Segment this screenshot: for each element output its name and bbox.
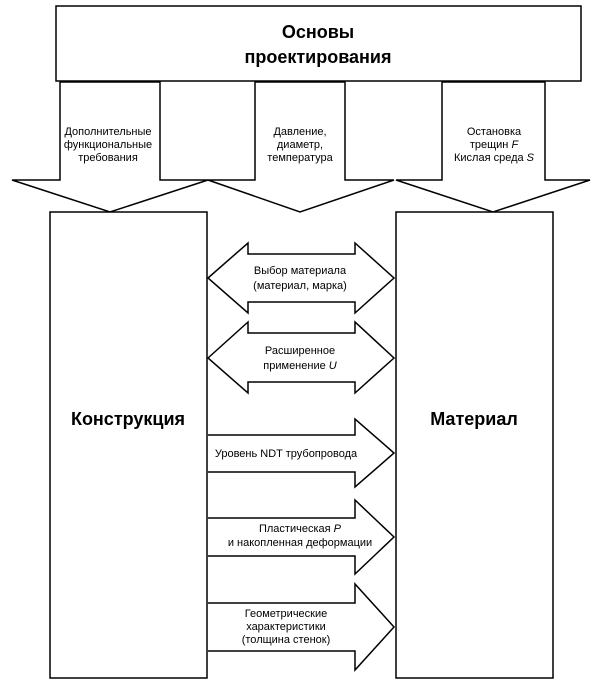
input-middle-line2: диаметр, — [277, 139, 323, 151]
plastic-strain-line2: и накопленная деформации — [228, 537, 372, 549]
down-arrow-left — [11, 81, 209, 213]
input-left-line3: требования — [78, 152, 138, 164]
down-arrow-right — [395, 81, 591, 213]
down-arrow-middle — [207, 81, 395, 213]
material-box — [395, 211, 554, 679]
input-right-line3: Кислая среда S — [454, 152, 535, 164]
material-label: Материал — [430, 409, 518, 429]
input-middle-line1: Давление, — [273, 126, 326, 138]
input-right-line2: трещин F — [470, 139, 520, 151]
input-right-line1: Остановка — [467, 126, 522, 138]
ndt-level-arrow — [208, 417, 396, 489]
construction-label: Конструкция — [71, 409, 185, 429]
plastic-strain-line1: Пластическая P — [259, 523, 342, 535]
extended-use-double-arrow — [206, 320, 396, 395]
input-left-line1: Дополнительные — [64, 126, 151, 138]
extended-use-line2: применение U — [263, 360, 336, 372]
extended-use-line1: Расширенное — [265, 345, 335, 357]
geometry-line1: Геометрические — [245, 608, 328, 620]
ndt-level-label: Уровень NDT трубопровода — [215, 448, 358, 460]
input-middle-line3: температура — [267, 152, 333, 164]
header-title-line1: Основы — [282, 22, 354, 42]
geometry-line3: (толщина стенок) — [242, 634, 331, 646]
geometry-line2: характеристики — [246, 621, 326, 633]
input-left-line2: функциональные — [64, 139, 152, 151]
construction-box — [49, 211, 208, 679]
header-box — [55, 5, 582, 82]
material-selection-line2: (материал, марка) — [253, 280, 347, 292]
geometry-arrow — [208, 582, 396, 672]
material-selection-line1: Выбор материала — [254, 265, 347, 277]
plastic-strain-arrow — [208, 498, 396, 576]
material-selection-double-arrow — [206, 241, 396, 315]
header-title-line2: проектирования — [244, 47, 391, 67]
